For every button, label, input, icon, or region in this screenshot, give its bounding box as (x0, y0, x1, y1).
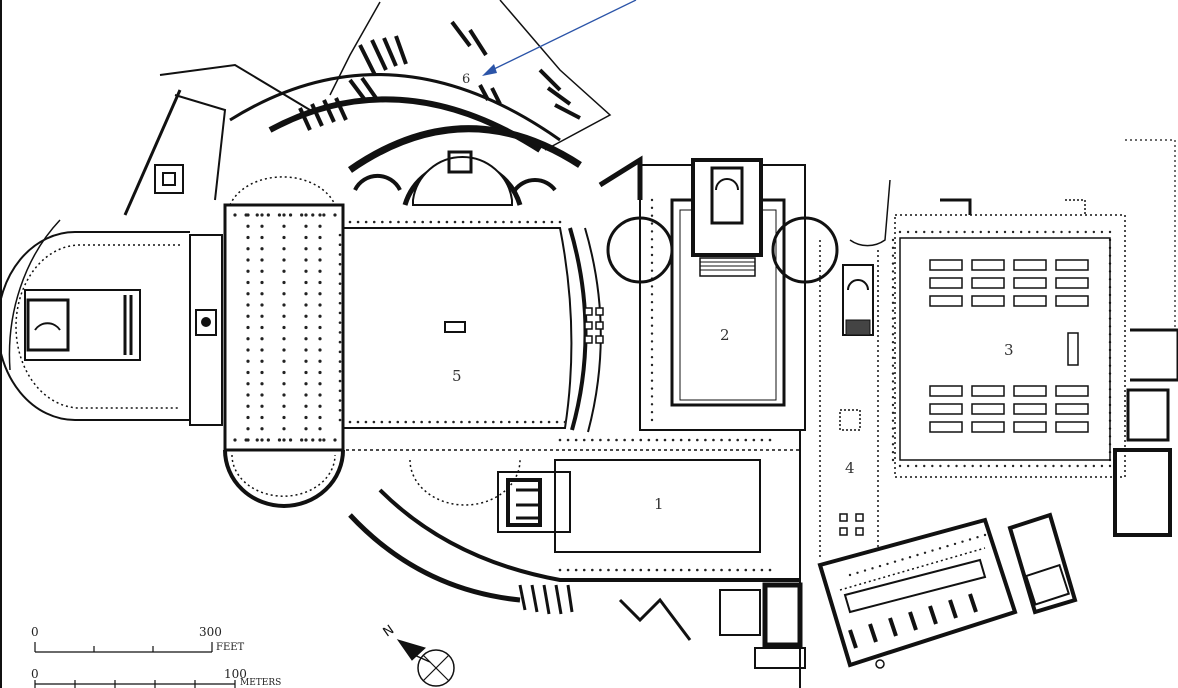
scale-meters-zero: 0 (31, 667, 39, 681)
zone-6-markets (229, 0, 612, 206)
scale-feet-zero: 0 (31, 625, 39, 639)
zone-2-temple (598, 155, 839, 431)
zone-label-1: 1 (654, 495, 664, 513)
zone-label-3: 3 (1004, 341, 1014, 359)
north-arrow-icon (396, 639, 455, 687)
zone-label-2: 2 (720, 326, 730, 344)
bottom-right-precincts (817, 512, 1078, 669)
zone-label-4: 4 (845, 459, 855, 477)
left-temple-complex (0, 63, 311, 421)
scale-feet-max: 300 (199, 625, 222, 639)
zone-3-precinct (894, 139, 1178, 537)
zone-label-6: 6 (462, 72, 471, 87)
basilica (189, 176, 345, 508)
scale-bars (34, 642, 236, 688)
scale-meters-max: 100 (224, 667, 247, 681)
zone-1-forum (340, 430, 806, 688)
zone-4-area (819, 179, 891, 560)
scale-feet-unit: FEET (216, 642, 245, 653)
zone-label-5: 5 (452, 367, 462, 385)
scale-meters-unit: METERS (240, 678, 282, 688)
annotation-arrow (482, 0, 637, 76)
